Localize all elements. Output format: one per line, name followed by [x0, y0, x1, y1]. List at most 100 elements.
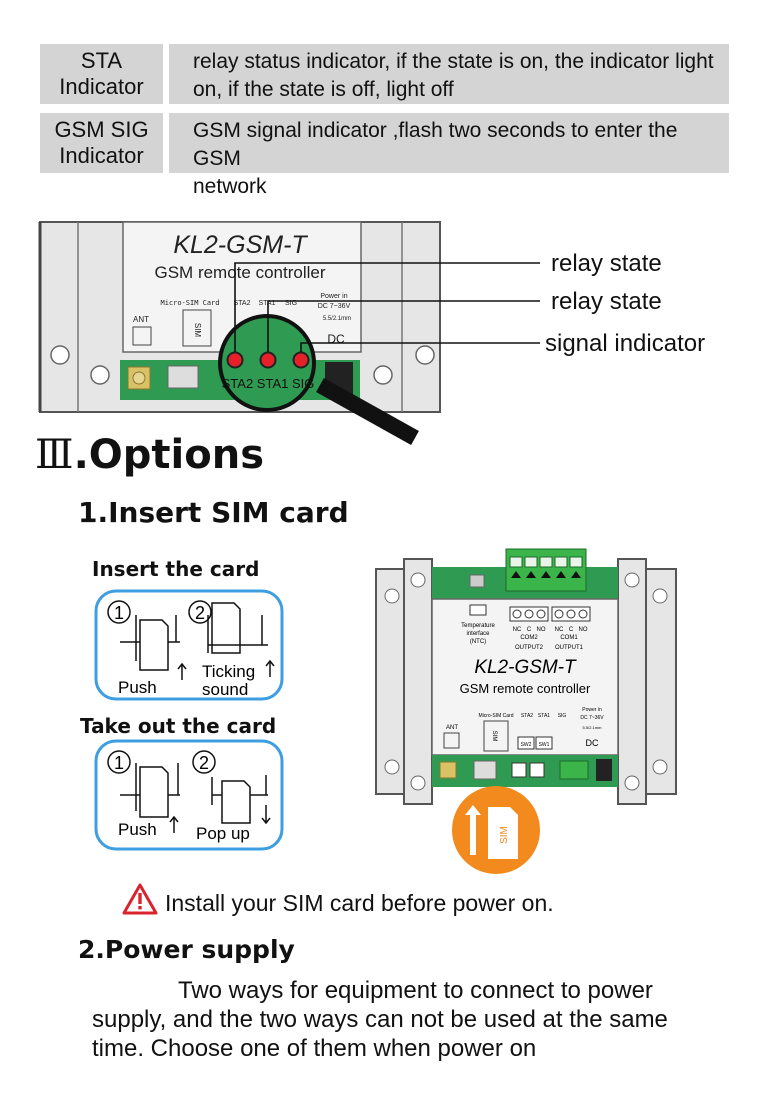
- top-sta2-label: STA2: [234, 300, 251, 307]
- screw-hole-icon: [410, 775, 426, 791]
- table-desc-gsm-sig: GSM signal indicator ,flash two seconds …: [169, 113, 729, 198]
- callout-signal-indicator: signal indicator: [545, 330, 706, 357]
- sta-name-line2: Indicator: [59, 74, 144, 99]
- main-dc-range: DC 7~36V: [580, 715, 604, 721]
- section-heading: Ⅲ.Options: [35, 432, 264, 478]
- takeout-step1-num: 1: [114, 753, 124, 773]
- main-no2: NO: [537, 627, 546, 633]
- screw-hole-icon: [652, 759, 668, 775]
- top-sim-label: Micro-SIM Card: [160, 299, 219, 307]
- insert-step1-num: 1: [114, 603, 124, 623]
- takeout-step1-label: Push: [118, 820, 157, 839]
- arrow-down-icon: [261, 805, 271, 825]
- top-power-in-label: Power in: [320, 293, 347, 300]
- callout-relay-state-1: relay state: [551, 250, 662, 277]
- main-model-text: KL2-GSM-T: [474, 657, 577, 678]
- insert-step2-num: 2: [195, 603, 205, 623]
- main-c1: C: [569, 627, 574, 633]
- screw-hole-icon: [415, 345, 435, 365]
- screw-hole-icon: [373, 365, 393, 385]
- top-sig-label: SIG: [285, 300, 297, 307]
- gsm-name-line2: Indicator: [59, 143, 144, 168]
- power-supply-paragraph: Two ways for equipment to connect to pow…: [92, 976, 668, 1063]
- screw-hole-icon: [624, 775, 640, 791]
- sta2-led-icon: [226, 351, 244, 369]
- insert-sim-heading: 1.Insert SIM card: [78, 496, 349, 529]
- main-c2: C: [527, 627, 532, 633]
- main-sta1-label: STA1: [538, 713, 550, 719]
- ant-connector-icon: [443, 732, 460, 749]
- sma-connector-icon: [439, 761, 457, 779]
- sim-steps-diagram: 1 2 Push Ticking sound 1 2 Push Pop up: [94, 589, 284, 851]
- main-sta2-label: STA2: [521, 713, 533, 719]
- screw-hole-icon: [90, 365, 110, 385]
- top-sta1-label: STA1: [259, 300, 276, 307]
- sta1-led-icon: [259, 351, 277, 369]
- callout-relay-state-2: relay state: [551, 288, 662, 315]
- top-model-text: KL2-GSM-T: [173, 231, 308, 259]
- main-no1: NO: [579, 627, 588, 633]
- main-sim-text: SIM: [491, 731, 497, 742]
- sim-card-icon: [488, 807, 518, 859]
- screw-hole-icon: [624, 572, 640, 588]
- screw-hole-icon: [384, 759, 400, 775]
- power-supply-line3: time. Choose one of them when power on: [92, 1035, 537, 1062]
- sta-name-line1: STA: [80, 48, 123, 73]
- main-jack: 5.5/2.1mm: [583, 725, 603, 730]
- arrow-up-icon: [169, 815, 179, 833]
- main-sw2: SW2: [521, 742, 532, 748]
- section-title: .Options: [73, 432, 265, 478]
- sim-card-icon: [139, 766, 169, 818]
- ant-connector-icon: [132, 326, 152, 346]
- main-ant-label: ANT: [446, 725, 458, 731]
- power-supply-line1: Two ways for equipment to connect to pow…: [178, 977, 653, 1004]
- main-com1: COM1: [560, 635, 578, 641]
- power-supply-heading: 2.Power supply: [78, 935, 295, 964]
- insert-step2-label-1: Ticking: [202, 662, 255, 681]
- warning-icon: [122, 883, 158, 915]
- sig-led-icon: [292, 351, 310, 369]
- arrow-up-icon: [465, 805, 481, 855]
- top-subtitle-text: GSM remote controller: [155, 263, 326, 282]
- main-temp-label-2: interface: [466, 631, 490, 637]
- zoom-led-labels: STA2 STA1 SIG: [222, 376, 315, 391]
- table-desc-sta: relay status indicator, if the state is …: [169, 44, 729, 104]
- screw-hole-icon: [410, 572, 426, 588]
- sim-card-icon: [221, 780, 251, 824]
- main-com2: COM2: [520, 635, 538, 641]
- insert-step1-label: Push: [118, 678, 157, 697]
- magnifier-handle-icon: [316, 378, 419, 445]
- power-supply-line2: supply, and the two ways can not be used…: [92, 1006, 668, 1033]
- main-sig-label: SIG: [558, 713, 567, 719]
- screw-hole-icon: [50, 345, 70, 365]
- main-subtitle-text: GSM remote controller: [460, 681, 591, 696]
- sta-desc-line2: on, if the state is off, light off: [193, 78, 454, 101]
- device-top-illustration: KL2-GSM-T GSM remote controller Micro-SI…: [38, 221, 540, 445]
- sim-card-icon: [139, 619, 169, 671]
- main-sim-label: Micro-SIM Card: [478, 713, 513, 719]
- main-power-in: Power in: [582, 707, 602, 713]
- device-main-illustration: Temperature interface (NTC) NC C NO NC C…: [375, 548, 677, 874]
- main-output1: OUTPUT1: [555, 645, 584, 651]
- section-numeral: Ⅲ: [35, 432, 74, 478]
- gsm-desc-line1: GSM signal indicator ,flash two seconds …: [193, 119, 678, 170]
- sta-desc-line1: relay status indicator, if the state is …: [193, 50, 714, 73]
- takeout-step2-num: 2: [199, 753, 209, 773]
- arrow-up-icon: [265, 659, 275, 677]
- takeout-step2-label: Pop up: [196, 824, 250, 843]
- arrow-up-icon: [177, 662, 187, 680]
- top-dc-label: DC: [327, 332, 345, 346]
- main-dc: DC: [586, 738, 599, 748]
- main-temp-label-1: Temperature: [461, 623, 495, 629]
- gsm-desc-line2: network: [193, 175, 267, 198]
- takeout-card-frame: [94, 739, 284, 851]
- screw-hole-icon: [652, 588, 668, 604]
- main-nc2: NC: [513, 627, 522, 633]
- insert-card-frame: [94, 589, 284, 701]
- main-nc1: NC: [555, 627, 564, 633]
- screw-hole-icon: [384, 588, 400, 604]
- warning-text: Install your SIM card before power on.: [165, 890, 554, 916]
- top-dc-range-label: DC 7~36V: [318, 303, 351, 310]
